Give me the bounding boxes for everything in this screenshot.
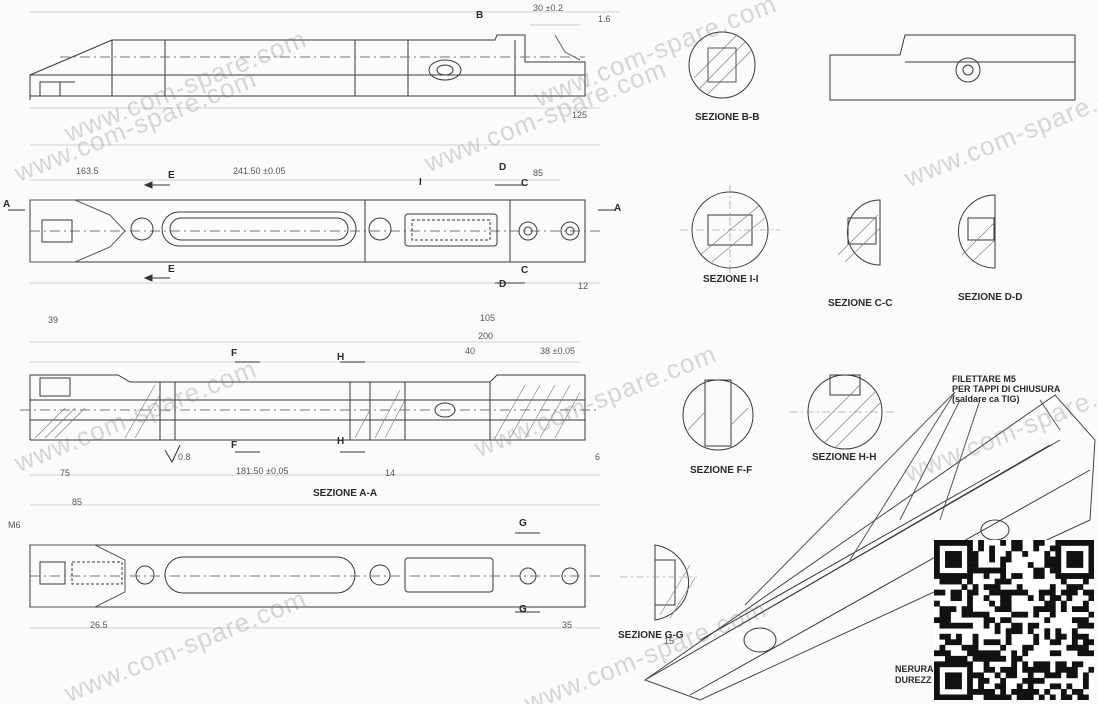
section-label-cc: SEZIONE C-C	[828, 298, 893, 309]
dim-105: 105	[480, 313, 496, 323]
dim-0-8: 0.8	[178, 452, 191, 462]
dim-m6: M6	[8, 520, 21, 530]
marker-g-bottom: G	[519, 604, 527, 615]
marker-h-top: H	[337, 352, 345, 363]
dim-14: 14	[385, 468, 396, 478]
dim-40: 40	[465, 346, 476, 356]
section-centerlines	[620, 185, 895, 578]
plan-view	[8, 179, 615, 284]
section-aa-view	[20, 341, 600, 476]
marker-f-top: F	[231, 348, 238, 359]
marker-g-top: G	[519, 518, 527, 529]
dim-163-5: 163.5	[76, 166, 99, 176]
dim-39: 39	[48, 315, 59, 325]
section-label-aa: SEZIONE A-A	[313, 488, 378, 499]
note-bottom-2: DUREZZ	[895, 675, 932, 685]
qr-code	[934, 540, 1094, 700]
dim-85: 85	[533, 168, 544, 178]
dim-200: 200	[478, 331, 494, 341]
dim-35: 35	[562, 620, 573, 630]
dim-181-5: 181.50 ±0.05	[236, 466, 289, 476]
section-gg-drawing	[654, 544, 696, 621]
section-label-ff: SEZIONE F-F	[690, 465, 753, 476]
marker-a-left: A	[3, 199, 11, 210]
bottom-view	[29, 504, 600, 629]
section-label-gg: SEZIONE G-G	[618, 630, 684, 641]
dim-15: 15	[664, 636, 675, 646]
marker-e-top: E	[168, 170, 175, 181]
section-bb-drawing	[688, 31, 756, 99]
dim-38: 38 ±0.05	[540, 346, 575, 356]
marker-h-bottom: H	[337, 436, 345, 447]
marker-c-bottom: C	[521, 265, 529, 276]
section-label-ii: SEZIONE I-I	[703, 274, 759, 285]
marker-f-bottom: F	[231, 440, 238, 451]
dim-85b: 85	[72, 497, 83, 507]
section-label-hh: SEZIONE H-H	[812, 452, 877, 463]
note-thread-1: FILETTARE M5	[952, 374, 1016, 384]
note-thread-3: (saldare ca TIG)	[952, 394, 1020, 404]
dim-241-5: 241.50 ±0.05	[233, 166, 286, 176]
dim-12: 12	[578, 281, 589, 291]
dim-125: 125	[572, 110, 588, 120]
marker-b: B	[476, 10, 484, 21]
note-bottom-1: NERURA	[895, 664, 934, 674]
section-cc-drawing	[837, 199, 881, 266]
marker-e-bottom: E	[168, 264, 175, 275]
section-label-bb: SEZIONE B-B	[695, 112, 760, 123]
note-thread-2: PER TAPPI DI CHIUSURA	[952, 384, 1061, 394]
dim-1-6: 1.6	[598, 14, 611, 24]
isometric-view	[643, 391, 1096, 701]
marker-a-right: A	[614, 203, 622, 214]
marker-c-top: C	[521, 178, 529, 189]
section-label-dd: SEZIONE D-D	[958, 292, 1023, 303]
section-ff-drawing	[682, 379, 754, 451]
top-side-view	[29, 11, 620, 146]
dim-75: 75	[60, 468, 71, 478]
profile-view	[829, 34, 1076, 101]
dim-26-5: 26.5	[90, 620, 108, 630]
dim-30: 30 ±0.2	[533, 3, 563, 13]
dim-6: 6	[595, 452, 601, 462]
marker-d-bottom: D	[499, 279, 507, 290]
section-dd-drawing	[958, 194, 996, 269]
marker-d-top: D	[499, 162, 507, 173]
marker-i: I	[419, 177, 422, 188]
